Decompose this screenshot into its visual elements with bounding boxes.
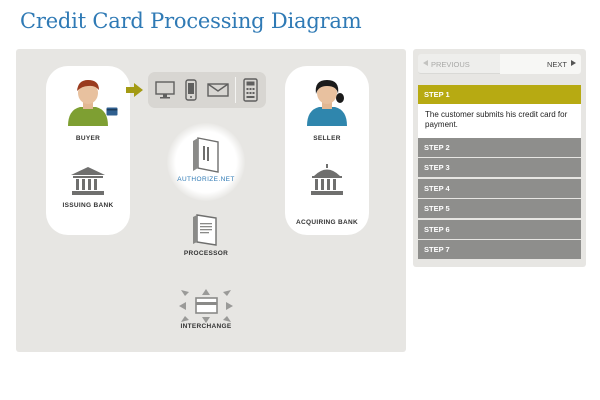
acquiring-bank-label: ACQUIRING BANK (285, 219, 369, 226)
interchange-icon[interactable] (179, 289, 233, 323)
computer-icon[interactable] (155, 81, 175, 99)
buyer-icon[interactable] (64, 76, 112, 126)
phone-icon[interactable] (185, 79, 197, 101)
processor-label: PROCESSOR (167, 250, 245, 257)
buyer-issuing-card: BUYER ISSUING BANK (46, 66, 130, 235)
diagram-panel: BUYER ISSUING BANK (16, 49, 406, 352)
seller-label: SELLER (285, 135, 369, 142)
step-1-tab[interactable]: STEP 1 (418, 85, 581, 104)
previous-button[interactable]: PREVIOUS (418, 54, 500, 74)
steps-panel: PREVIOUS NEXT STEP 1 The customer submit… (413, 49, 586, 267)
steps-nav: PREVIOUS NEXT (418, 54, 581, 74)
step-4-tab[interactable]: STEP 4 (418, 179, 581, 198)
previous-label: PREVIOUS (431, 60, 470, 69)
document-icon[interactable] (192, 214, 218, 246)
tray-divider (235, 77, 236, 103)
authorize-net-label: AUTHORIZE.NET (167, 176, 245, 183)
previous-arrow-icon (423, 60, 428, 66)
next-button[interactable]: NEXT (500, 54, 581, 74)
buyer-label: BUYER (46, 135, 130, 142)
pos-terminal-icon[interactable] (243, 78, 258, 102)
step-6-tab[interactable]: STEP 6 (418, 220, 581, 239)
step-7-tab[interactable]: STEP 7 (418, 240, 581, 259)
interchange-label: INTERCHANGE (167, 323, 245, 330)
bank-dome-icon[interactable] (309, 164, 345, 196)
next-label: NEXT (547, 60, 567, 69)
seller-acquiring-card: SELLER ACQUIRING BANK (285, 66, 369, 235)
mail-icon[interactable] (207, 83, 229, 97)
next-arrow-icon (571, 60, 576, 66)
payment-channels-tray (148, 72, 266, 108)
step-5-tab[interactable]: STEP 5 (418, 199, 581, 218)
arrow-right-icon (126, 83, 144, 97)
page-title: Credit Card Processing Diagram (20, 9, 361, 33)
step-3-tab[interactable]: STEP 3 (418, 158, 581, 177)
server-icon[interactable] (192, 137, 220, 173)
bank-icon[interactable] (70, 166, 106, 196)
credit-card-icon (106, 107, 118, 116)
step-2-tab[interactable]: STEP 2 (418, 138, 581, 157)
seller-icon[interactable] (303, 77, 351, 126)
issuing-bank-label: ISSUING BANK (46, 202, 130, 209)
